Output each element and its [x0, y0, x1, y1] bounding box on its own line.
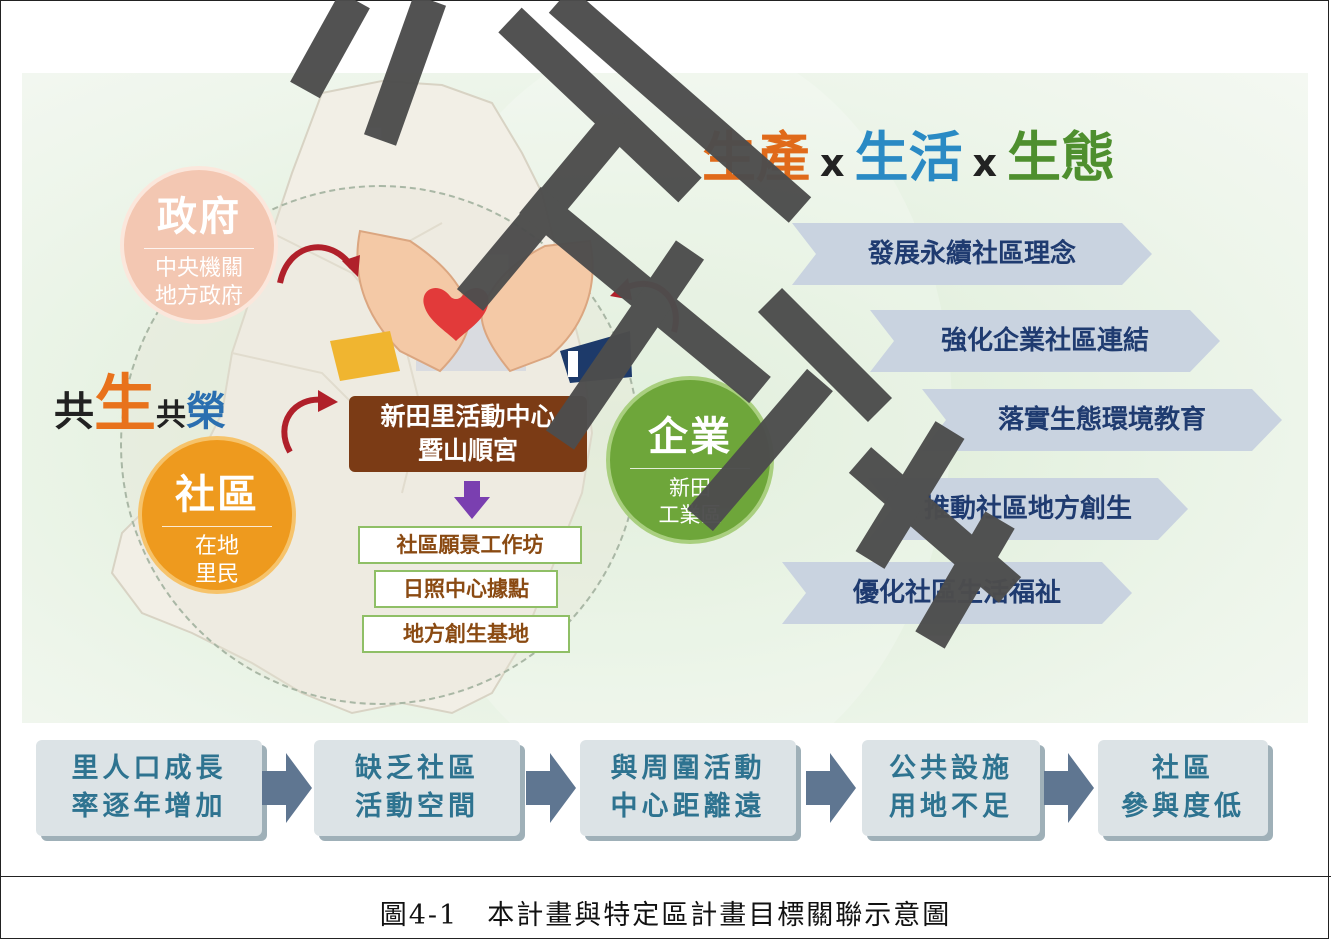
slogan-char: 生 — [94, 367, 157, 440]
government-title: 政府 — [157, 194, 241, 240]
slogan-char: 榮 — [186, 389, 227, 435]
heart-hands-image — [330, 229, 632, 383]
goal-banner: 優化社區生活福祉 — [782, 562, 1132, 624]
issue-line: 參與度低 — [1121, 791, 1245, 822]
goal-text: 強化企業社區連結 — [940, 326, 1149, 356]
issue-line: 率逐年增加 — [71, 791, 227, 822]
issue-line: 用地不足 — [889, 791, 1013, 822]
enterprise-title: 企業 — [648, 414, 732, 460]
community-title: 社區 — [175, 472, 259, 518]
community-line: 里民 — [194, 562, 239, 587]
goal-text: 優化社區生活福祉 — [852, 578, 1061, 608]
flow-arrow-icon — [1044, 753, 1094, 823]
divider — [144, 248, 254, 249]
issue-box: 缺乏社區 活動空間 — [314, 740, 520, 836]
headline-part: 生產 — [702, 126, 810, 189]
headline-part: 生活 — [854, 126, 963, 189]
function-tag: 社區願景工作坊 — [358, 526, 582, 564]
figure-caption: 圖4-1 本計畫與特定區計畫目標關聯示意圖 — [379, 900, 952, 931]
divider — [162, 526, 272, 527]
goal-text: 落實生態環境教育 — [997, 405, 1206, 435]
flow-arrow-icon — [262, 753, 312, 823]
government-bubble: 政府 中央機關 地方政府 — [120, 166, 278, 324]
activity-center-box: 新田里活動中心 暨山順宮 — [349, 396, 587, 472]
function-tag: 日照中心據點 — [374, 570, 558, 608]
headline-part: 生態 — [1007, 126, 1116, 189]
enterprise-bubble: 企業 新田 工業區 — [606, 376, 774, 544]
flow-arrow-icon — [526, 753, 576, 823]
goal-text: 發展永續社區理念 — [867, 239, 1076, 269]
down-arrow-icon — [454, 481, 490, 519]
issue-box: 與周圍活動 中心距離遠 — [580, 740, 796, 836]
goal-banner: 強化企業社區連結 — [870, 310, 1220, 372]
issue-box: 社區 參與度低 — [1098, 740, 1268, 836]
issue-line: 里人口成長 — [71, 753, 227, 784]
government-line: 中央機關 — [154, 256, 243, 281]
issue-line: 活動空間 — [355, 791, 479, 822]
issue-box: 里人口成長 率逐年增加 — [36, 740, 262, 836]
issue-line: 公共設施 — [889, 753, 1013, 784]
curved-arrow-icon — [610, 278, 679, 333]
community-bubble: 社區 在地 里民 — [138, 436, 296, 594]
issue-box: 公共設施 用地不足 — [862, 740, 1040, 836]
government-line: 地方政府 — [154, 284, 243, 309]
enterprise-line: 新田 — [669, 476, 711, 500]
issue-line: 缺乏社區 — [355, 753, 479, 784]
slogan: 共生共榮 — [54, 353, 226, 443]
center-line: 新田里活動中心 — [380, 402, 556, 431]
enterprise-line: 工業區 — [658, 503, 722, 527]
curved-arrow-icon — [277, 244, 360, 284]
caption-divider — [0, 876, 1331, 877]
slogan-char: 共 — [156, 398, 187, 433]
goal-text: 推動社區地方創生 — [923, 494, 1132, 524]
headline-x: x — [820, 141, 845, 185]
flow-arrow-icon — [806, 753, 856, 823]
function-tag: 地方創生基地 — [362, 615, 570, 653]
divider — [630, 468, 750, 469]
goal-banner: 落實生態環境教育 — [922, 389, 1282, 451]
center-line: 暨山順宮 — [417, 436, 518, 465]
community-line: 在地 — [194, 534, 239, 559]
issue-line: 中心距離遠 — [610, 791, 766, 822]
slogan-char: 共 — [54, 389, 94, 435]
diagram-panel: 共生共榮 政府 中央機關 地方政府 社區 在地 里民 企業 新田 工業區 — [22, 73, 1308, 723]
curved-arrow-icon — [281, 390, 338, 454]
goal-banner: 發展永續社區理念 — [792, 223, 1152, 285]
issue-line: 社區 — [1152, 753, 1214, 784]
issue-line: 與周圍活動 — [610, 753, 766, 784]
goal-banner: 推動社區地方創生 — [868, 478, 1188, 540]
headline-x: x — [972, 141, 998, 185]
